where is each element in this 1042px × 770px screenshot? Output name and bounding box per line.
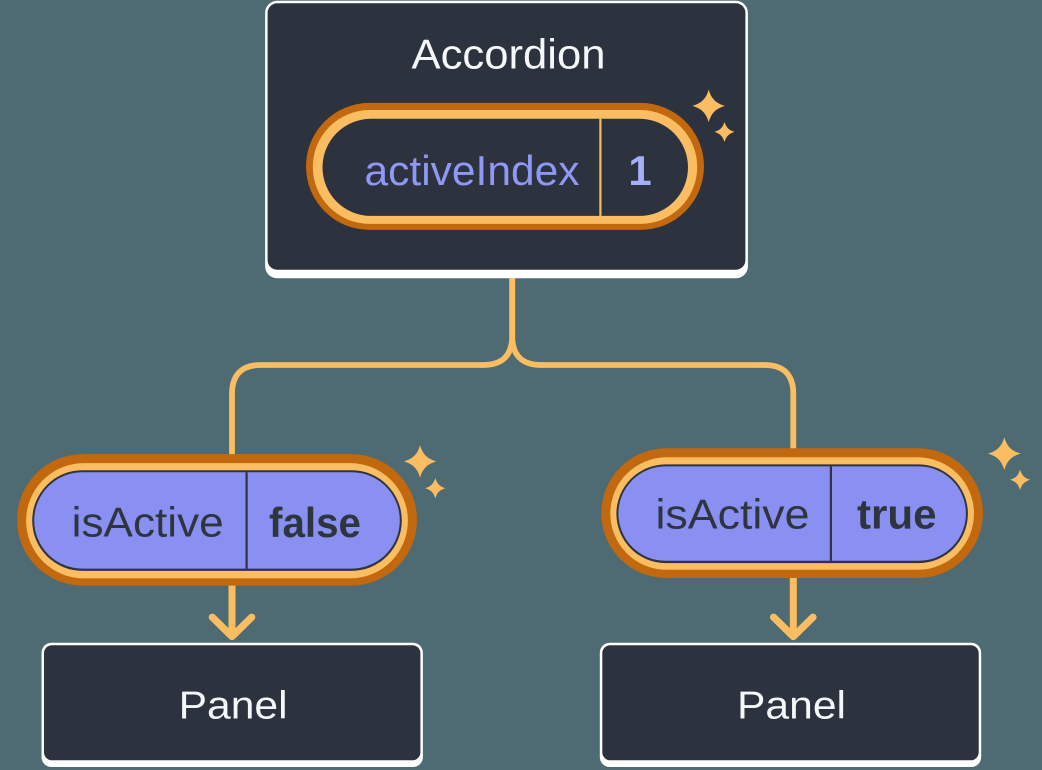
svg-text:true: true [857, 491, 937, 538]
svg-text:Accordion: Accordion [412, 31, 606, 78]
svg-text:Panel: Panel [737, 685, 846, 728]
svg-text:false: false [269, 499, 361, 546]
svg-text:1: 1 [628, 147, 651, 194]
svg-text:Panel: Panel [179, 685, 288, 728]
svg-text:isActive: isActive [656, 491, 810, 538]
svg-text:isActive: isActive [72, 499, 224, 546]
svg-text:activeIndex: activeIndex [365, 147, 580, 194]
